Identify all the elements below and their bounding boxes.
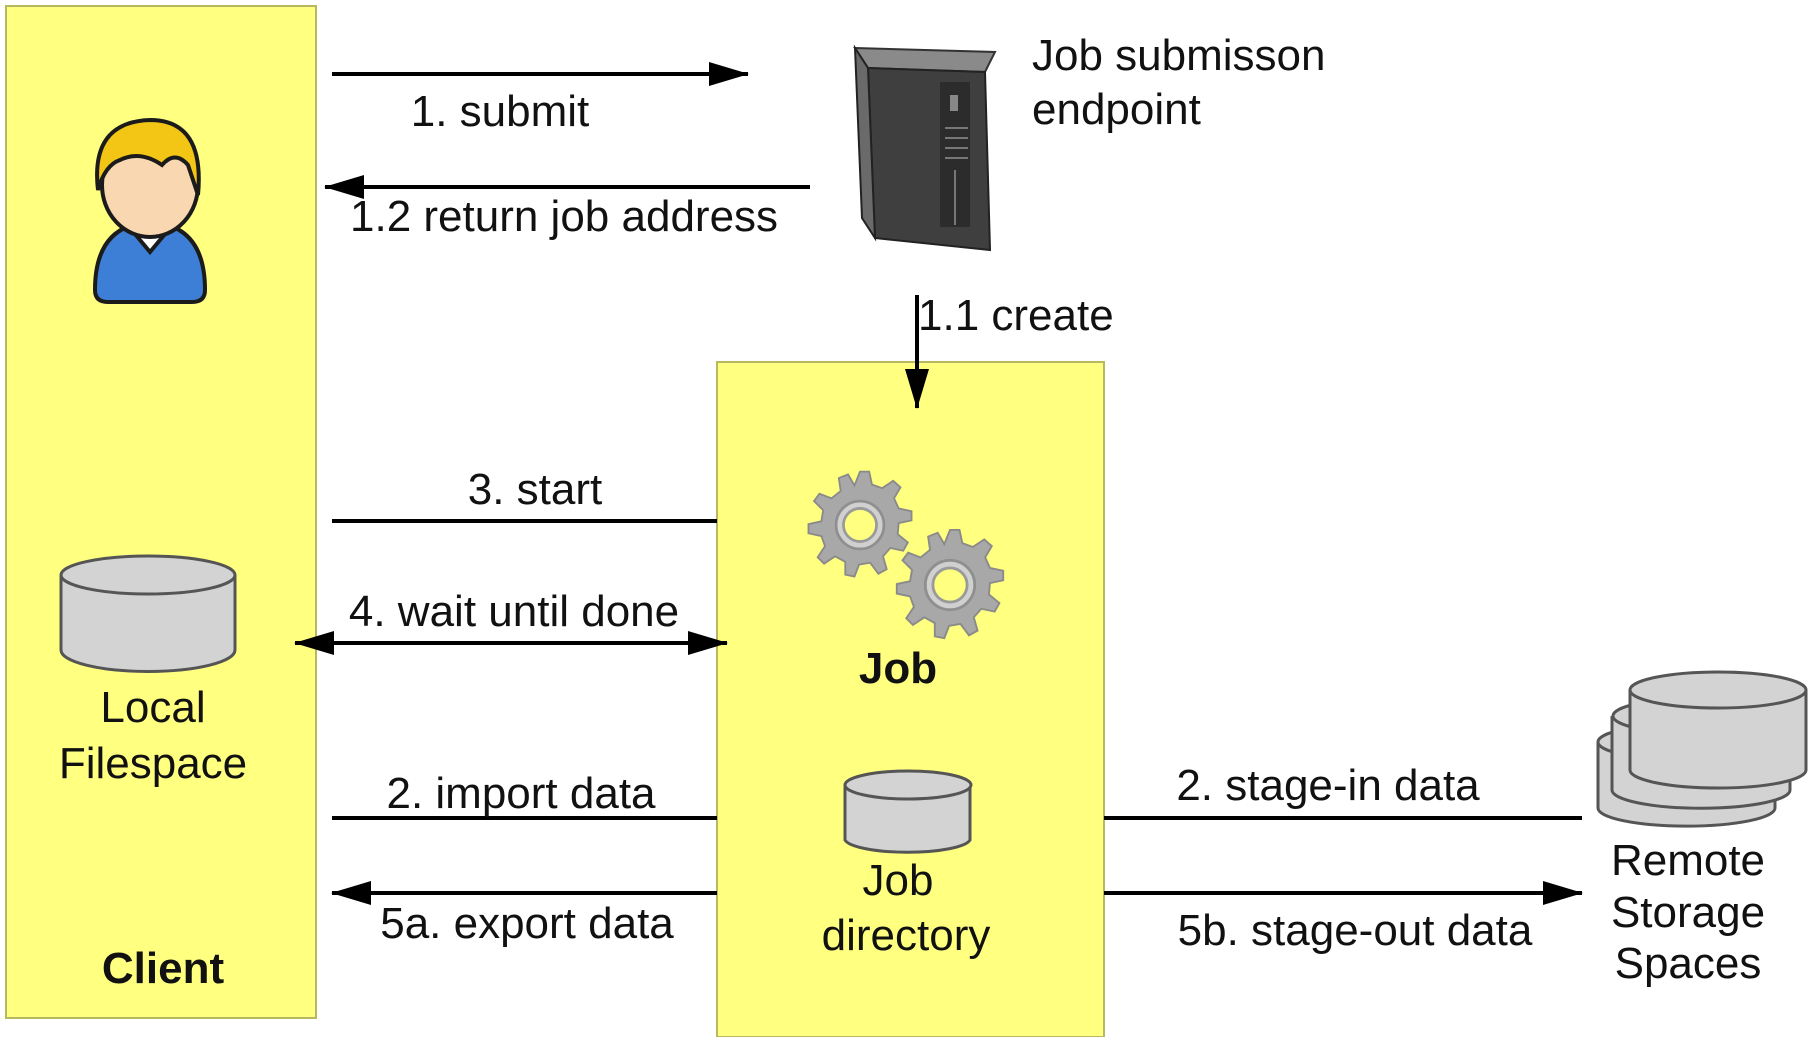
submit-label: 1. submit xyxy=(411,87,590,136)
wait-until-done-label: 4. wait until done xyxy=(349,587,679,636)
job-panel xyxy=(716,361,1105,1037)
stage-in-data-label: 2. stage-in data xyxy=(1176,761,1480,810)
remote-storage-icon xyxy=(1596,670,1808,828)
job-directory-icon xyxy=(843,769,973,854)
export-data-label: 5a. export data xyxy=(380,899,674,948)
return-job-address-label: 1.2 return job address xyxy=(350,192,778,241)
remote-storage-label-line1: Remote xyxy=(1611,836,1765,885)
local-filespace-icon xyxy=(59,554,237,673)
server-icon xyxy=(853,44,997,252)
remote-storage-label-line2: Storage xyxy=(1611,888,1765,937)
client-title: Client xyxy=(102,944,225,993)
server-label-line2: endpoint xyxy=(1032,85,1201,134)
job-directory-label-line1: Job xyxy=(863,856,934,905)
server-label-line1: Job submisson xyxy=(1032,31,1325,80)
local-filespace-label-line1: Local xyxy=(100,683,205,732)
create-label: 1.1 create xyxy=(918,291,1114,340)
remote-storage-label-line3: Spaces xyxy=(1615,939,1762,988)
start-label: 3. start xyxy=(468,465,603,514)
local-filespace-label-line2: Filespace xyxy=(59,739,247,788)
job-directory-label-line2: directory xyxy=(822,911,991,960)
job-title: Job xyxy=(859,644,937,693)
user-icon xyxy=(92,117,208,304)
stage-out-data-label: 5b. stage-out data xyxy=(1178,906,1533,955)
import-data-label: 2. import data xyxy=(386,769,656,818)
